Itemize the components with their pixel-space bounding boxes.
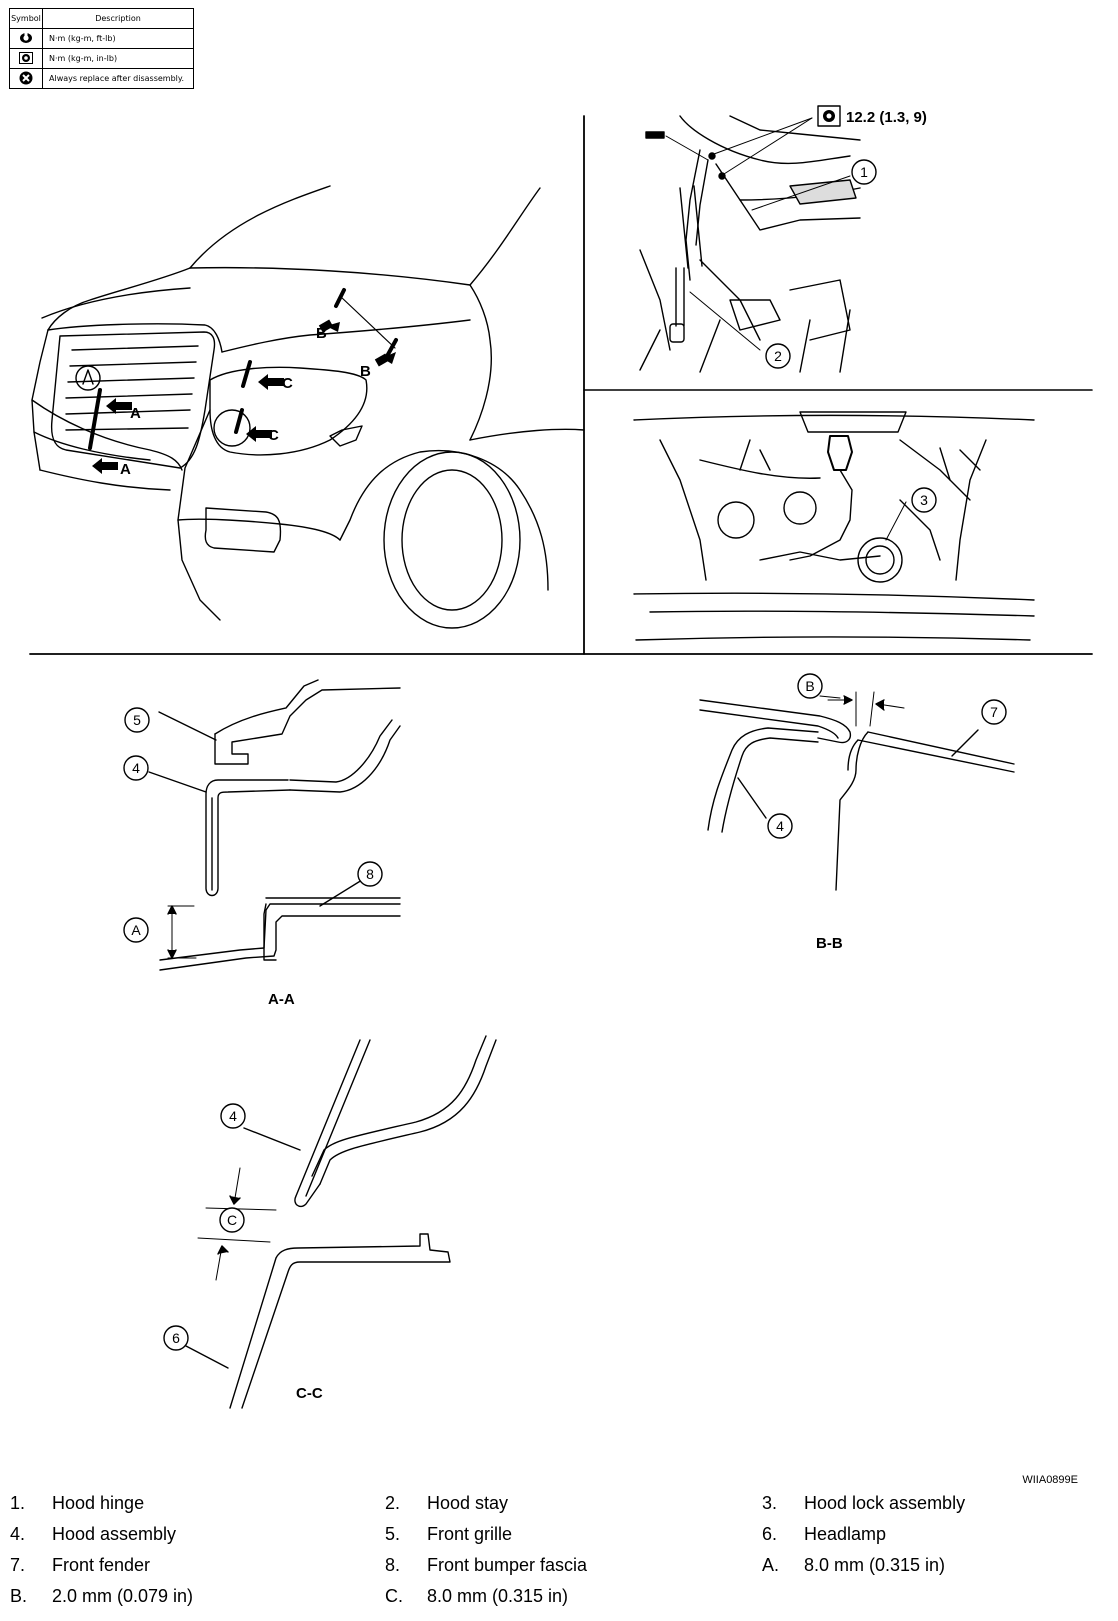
- callout-c-dim: C: [227, 1212, 237, 1228]
- callout-b-dim: B: [805, 678, 814, 694]
- wrench-torque-icon: [817, 105, 841, 127]
- callout-8: 8: [366, 866, 374, 882]
- vehicle-front-drawing: [31, 185, 585, 629]
- hood-hinge-stay-drawing: [639, 115, 861, 373]
- callout-4-bb: 4: [776, 818, 784, 834]
- legend-row-3-description: Always replace after disassembly.: [42, 68, 194, 89]
- section-marker-b-lower: B: [360, 363, 371, 380]
- callout-4-aa: 4: [132, 760, 140, 776]
- section-title-b-b: B-B: [816, 935, 843, 952]
- callout-5: 5: [133, 712, 141, 728]
- section-a-a-drawing: [148, 679, 401, 971]
- section-title-a-a: A-A: [268, 991, 295, 1008]
- symbol-legend: Symbol Description N·m (kg-m, ft-lb) N·m…: [9, 8, 194, 89]
- section-b-b-drawing: [699, 691, 1015, 891]
- hood-lock-drawing: [633, 411, 1035, 641]
- section-marker-c-upper: C: [282, 375, 293, 392]
- replace-x-icon: [9, 68, 43, 89]
- callout-7: 7: [990, 704, 998, 720]
- section-marker-a-upper: A: [130, 405, 141, 422]
- section-title-c-c: C-C: [296, 1385, 323, 1402]
- torque-value: 12.2 (1.3, 9): [846, 109, 927, 126]
- callout-6: 6: [172, 1330, 180, 1346]
- figure-reference-code: WIIA0899E: [1022, 1474, 1078, 1486]
- callout-4-cc: 4: [229, 1108, 237, 1124]
- section-c-c-drawing: [185, 1035, 497, 1409]
- section-marker-b-upper: B: [316, 325, 327, 342]
- callout-1: 1: [860, 164, 868, 180]
- callout-3: 3: [920, 492, 928, 508]
- hood-installation-diagram: 1 2 3 5 4 8 A B 7 4 4 C 6 A A B B C C 12…: [29, 105, 1093, 1409]
- callout-2: 2: [774, 348, 782, 364]
- callout-a-dim: A: [131, 922, 141, 938]
- wrench-torque-icon: [9, 28, 43, 49]
- section-marker-a-lower: A: [120, 461, 131, 478]
- section-marker-c-lower: C: [268, 427, 279, 444]
